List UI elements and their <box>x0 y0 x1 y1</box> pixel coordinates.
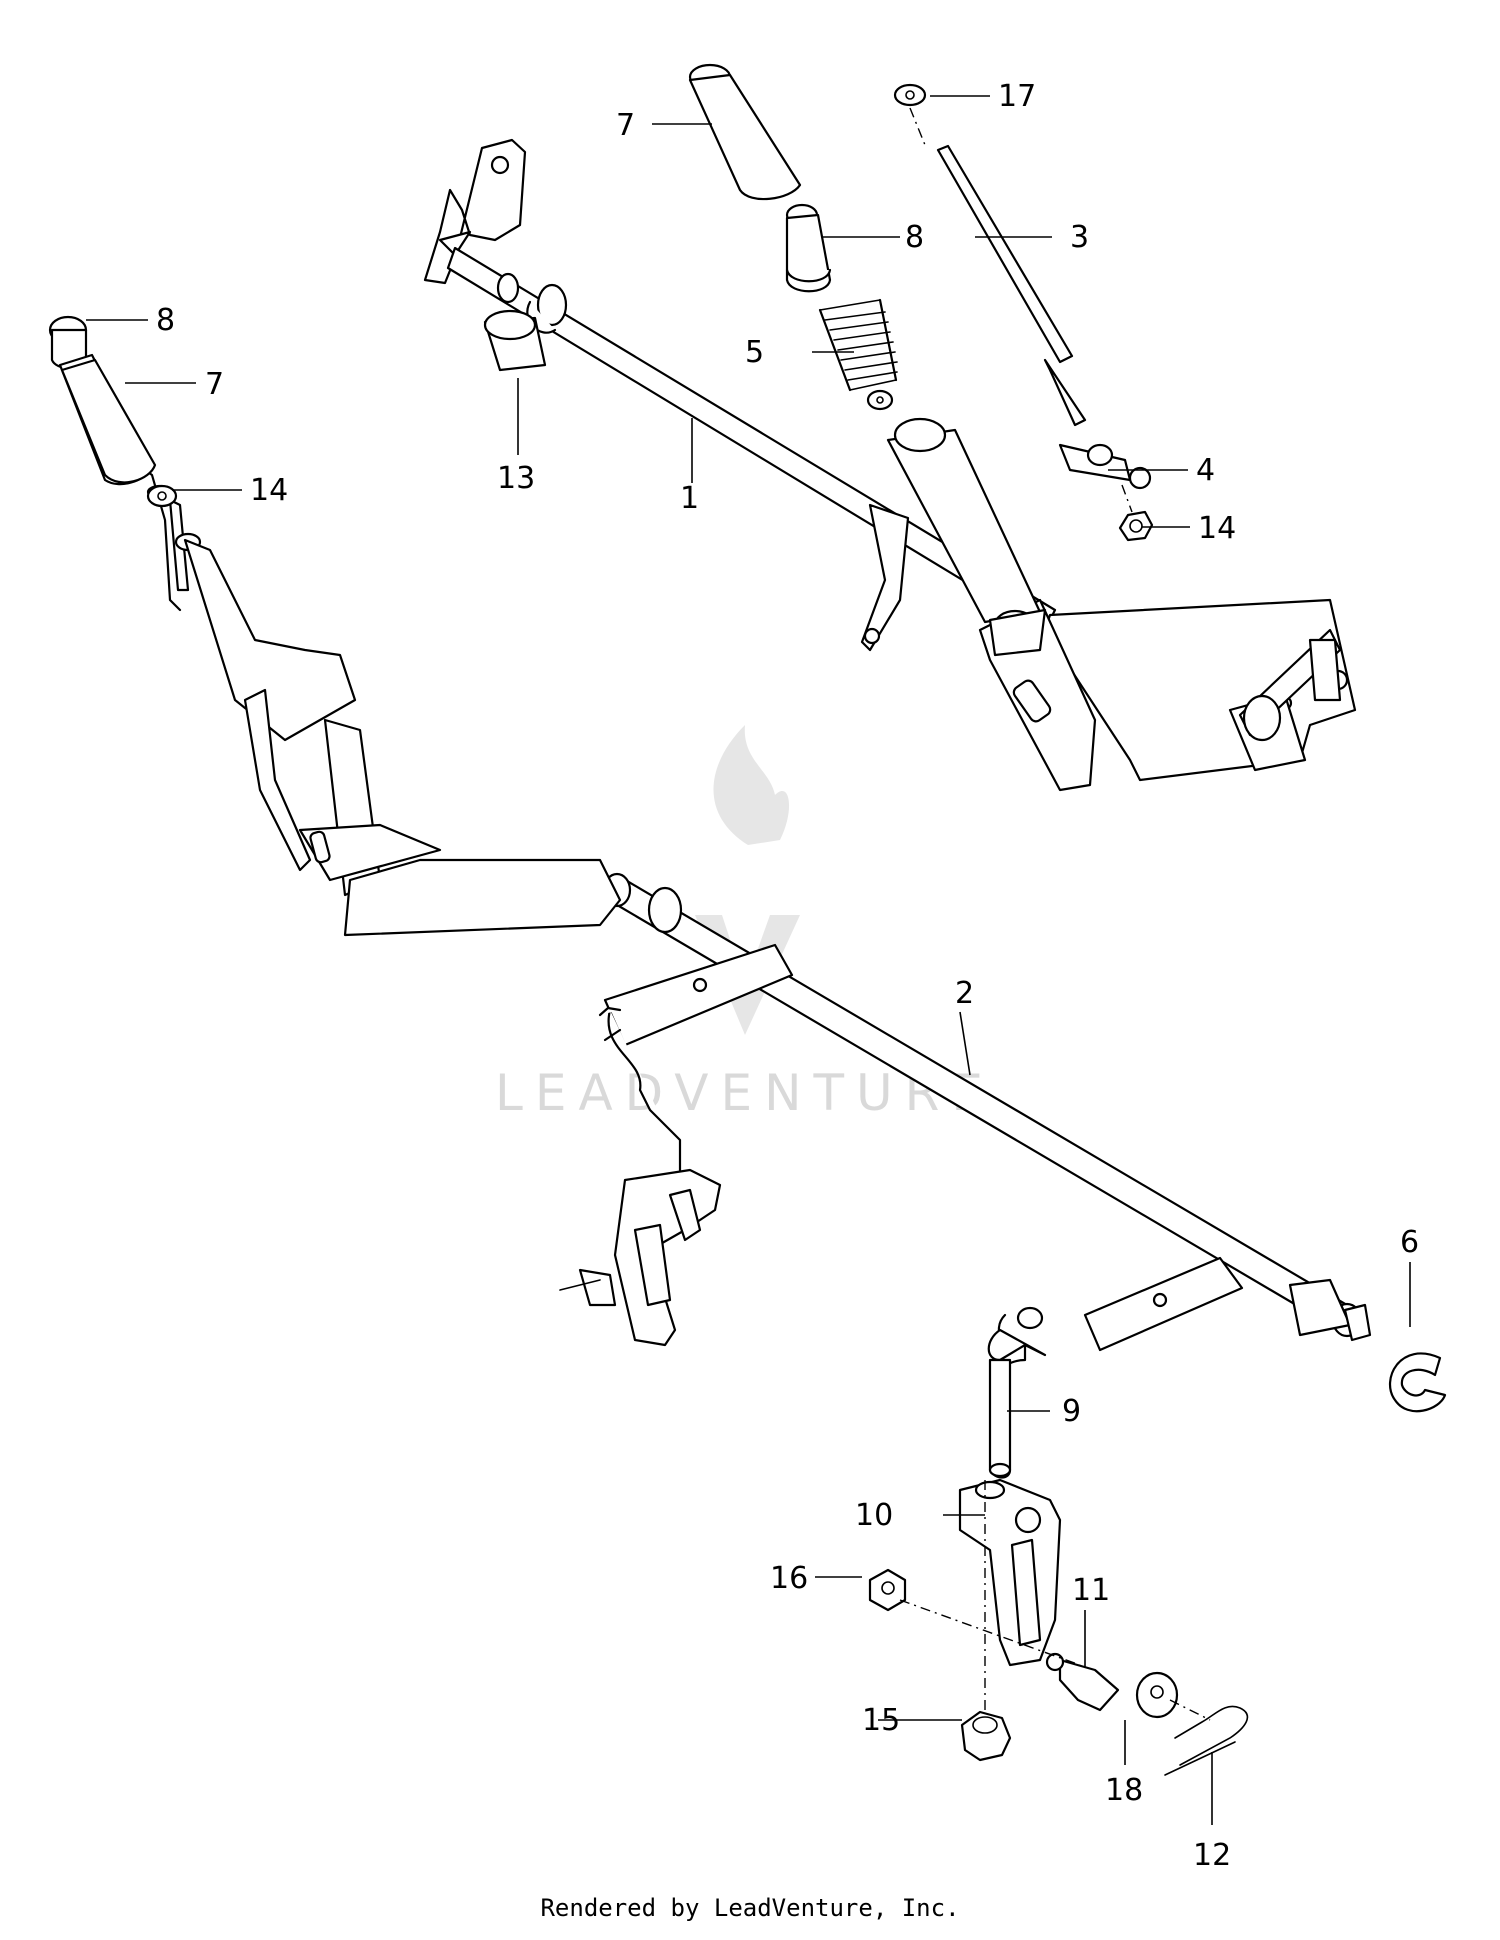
callout-15: 15 <box>862 1703 900 1738</box>
rear-lift-shaft <box>423 138 1357 792</box>
leader-lines <box>86 95 1411 1825</box>
callout-10: 10 <box>855 1498 893 1533</box>
hex-nut <box>960 1710 1012 1762</box>
left-lift-assembly <box>48 315 622 937</box>
callout-7-left: 7 <box>205 367 224 402</box>
lift-tube-upper <box>688 63 802 201</box>
callout-7-upper: 7 <box>616 108 635 143</box>
callout-18: 18 <box>1105 1773 1143 1808</box>
flange-bushing <box>483 309 547 372</box>
callout-12: 12 <box>1193 1838 1231 1873</box>
lift-link <box>987 1328 1047 1479</box>
adjust-rod <box>893 83 1087 427</box>
callout-9: 9 <box>1062 1394 1081 1429</box>
gauge-bracket <box>958 1478 1062 1667</box>
callout-2: 2 <box>955 976 974 1011</box>
compression-spring <box>818 298 898 392</box>
callout-17: 17 <box>998 79 1036 114</box>
callout-13: 13 <box>497 461 535 496</box>
callout-8-left: 8 <box>156 303 175 338</box>
assembly-lines <box>899 107 1211 1721</box>
lift-tube-left <box>60 358 157 484</box>
callout-14-left: 14 <box>250 473 288 508</box>
callout-8-upper: 8 <box>905 220 924 255</box>
lock-nut-upper <box>1118 510 1154 542</box>
clevis-pin <box>1045 1652 1120 1712</box>
callout-5: 5 <box>745 335 764 370</box>
e-clip <box>1389 1352 1447 1413</box>
hair-pin <box>1164 1705 1249 1776</box>
flat-washer <box>1135 1671 1179 1719</box>
trunnion <box>1058 443 1152 490</box>
callout-1: 1 <box>680 481 699 516</box>
front-lift-shaft <box>559 872 1372 1397</box>
flange-nut <box>868 1568 907 1612</box>
footer-credit: Rendered by LeadVenture, Inc. <box>540 1894 960 1922</box>
callout-3: 3 <box>1070 220 1089 255</box>
callout-6: 6 <box>1400 1225 1419 1260</box>
callouts: 1 2 3 4 5 6 7 7 8 8 9 10 11 12 13 14 14 … <box>156 79 1419 1873</box>
washer-upper <box>866 389 894 411</box>
callout-4: 4 <box>1196 453 1215 488</box>
callout-11: 11 <box>1072 1573 1110 1608</box>
washer-left <box>146 484 178 508</box>
callout-14-upper: 14 <box>1198 511 1236 546</box>
bushing-upper <box>785 203 832 293</box>
callout-16: 16 <box>770 1561 808 1596</box>
